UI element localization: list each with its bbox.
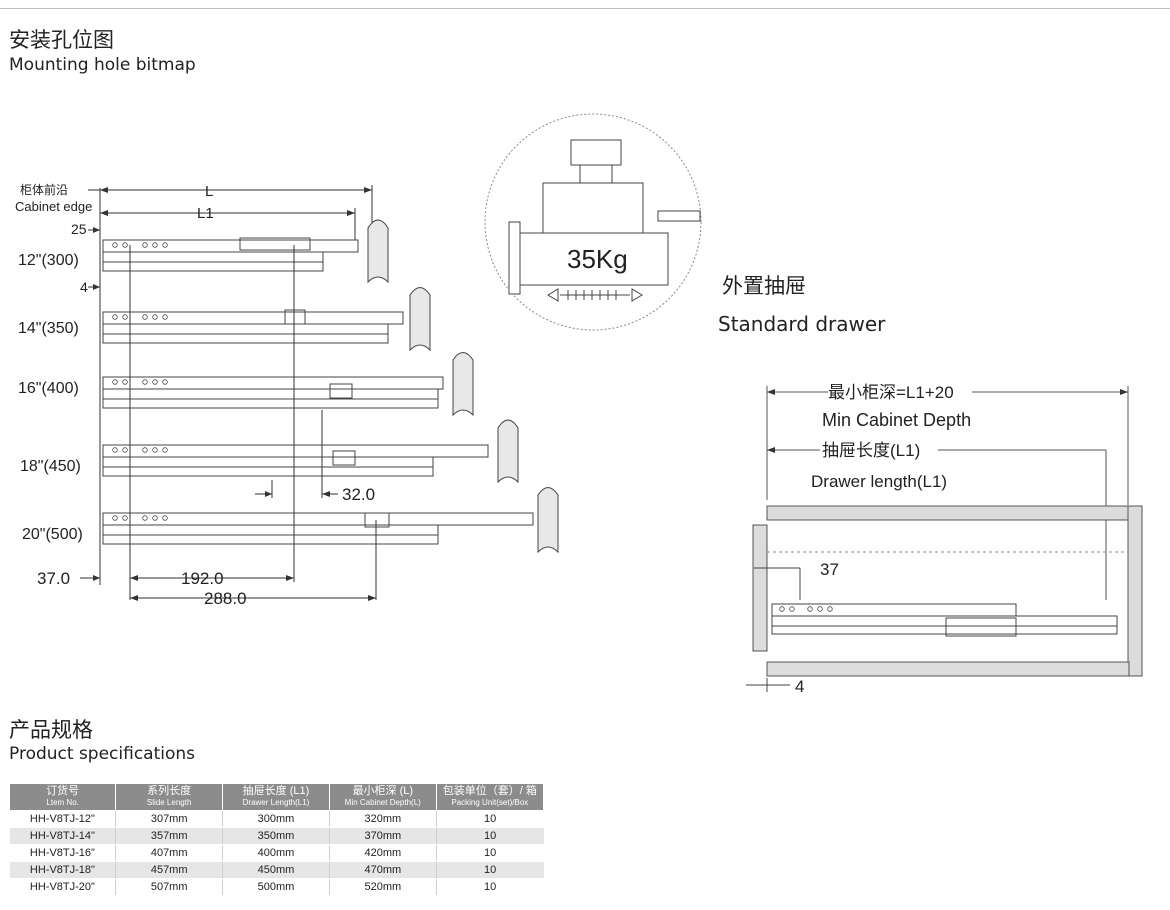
- size-label-18: 18"(450): [20, 458, 81, 475]
- cell: 520mm: [329, 878, 437, 896]
- col-drawer-length: 抽屉长度 (L1)Drawer Length(L1): [222, 783, 330, 811]
- size-label-14: 14"(350): [18, 320, 79, 337]
- table-row: HH-V8TJ-18" 457mm 450mm 470mm 10: [9, 861, 544, 879]
- table-row: HH-V8TJ-20" 507mm 500mm 520mm 10: [9, 878, 544, 896]
- drawer-length-label-en: Drawer length(L1): [811, 472, 947, 491]
- cabinet-bottom-panel: [766, 661, 1130, 677]
- cell: 10: [436, 827, 544, 845]
- cell: 407mm: [115, 844, 224, 862]
- dim-25: 25: [71, 221, 87, 237]
- cell: HH-V8TJ-20": [9, 878, 117, 896]
- cell: 10: [436, 878, 544, 896]
- size-label-16: 16"(400): [18, 380, 79, 397]
- cell: 10: [436, 844, 544, 862]
- load-weight-top: [570, 139, 622, 166]
- col-min-cabinet-depth: 最小柜深 (L)Min Cabinet Depth(L): [328, 783, 437, 811]
- table-row: HH-V8TJ-12" 307mm 300mm 320mm 10: [9, 810, 544, 828]
- drawer-front-panel: [752, 524, 768, 652]
- cell: 420mm: [329, 844, 437, 862]
- cabinet-edge-label-cn: 柜体前沿: [20, 182, 68, 197]
- cell: HH-V8TJ-16": [9, 844, 117, 862]
- cell: 370mm: [329, 827, 437, 845]
- right-dim-4: 4: [795, 677, 804, 696]
- dim-L: L: [205, 183, 213, 200]
- dim-37: 37.0: [37, 569, 70, 588]
- drawer-title-en: Standard drawer: [718, 312, 886, 336]
- dim-4: 4: [80, 279, 88, 295]
- cell: 300mm: [222, 810, 330, 828]
- dim-L1: L1: [197, 205, 214, 222]
- specs-title-en: Product specifications: [9, 744, 196, 764]
- dim-288: 288.0: [204, 589, 247, 608]
- cabinet-edge-label-en: Cabinet edge: [15, 199, 92, 214]
- cell: 357mm: [115, 827, 224, 845]
- right-dim-37: 37: [820, 560, 839, 579]
- load-weight-body: [542, 182, 644, 234]
- specs-title-cn: 产品规格: [9, 718, 93, 742]
- size-label-20: 20"(500): [22, 526, 83, 543]
- mounting-title-en: Mounting hole bitmap: [9, 55, 196, 75]
- cell: 350mm: [222, 827, 330, 845]
- cell: HH-V8TJ-12": [9, 810, 117, 828]
- cell: 470mm: [329, 861, 437, 879]
- cabinet-back-panel: [1127, 505, 1143, 677]
- cell: HH-V8TJ-14": [9, 827, 117, 845]
- drawer-length-label-cn: 抽屉长度(L1): [822, 441, 920, 460]
- load-label: 35Kg: [567, 244, 628, 274]
- load-slide-bar: [519, 232, 669, 286]
- size-label-12: 12"(300): [18, 252, 79, 269]
- table-row: HH-V8TJ-16" 407mm 400mm 420mm 10: [9, 844, 544, 862]
- cabinet-top-panel: [766, 505, 1130, 521]
- cell: 320mm: [329, 810, 437, 828]
- cell: 10: [436, 861, 544, 879]
- cell: 500mm: [222, 878, 330, 896]
- cell: 507mm: [115, 878, 224, 896]
- mounting-title-cn: 安装孔位图: [9, 28, 114, 52]
- top-divider: [0, 8, 1170, 9]
- dim-32: 32.0: [342, 485, 375, 504]
- min-depth-label-en: Min Cabinet Depth: [822, 410, 971, 430]
- cell: HH-V8TJ-18": [9, 861, 117, 879]
- table-row: HH-V8TJ-14" 357mm 350mm 370mm 10: [9, 827, 544, 845]
- cell: 457mm: [115, 861, 224, 879]
- cell: 307mm: [115, 810, 224, 828]
- cell: 450mm: [222, 861, 330, 879]
- cell: 400mm: [222, 844, 330, 862]
- dim-192: 192.0: [181, 569, 224, 588]
- cell: 10: [436, 810, 544, 828]
- min-depth-label-cn: 最小柜深=L1+20: [828, 383, 954, 402]
- drawer-title-cn: 外置抽屉: [722, 274, 806, 298]
- load-detail-circle: [484, 113, 702, 331]
